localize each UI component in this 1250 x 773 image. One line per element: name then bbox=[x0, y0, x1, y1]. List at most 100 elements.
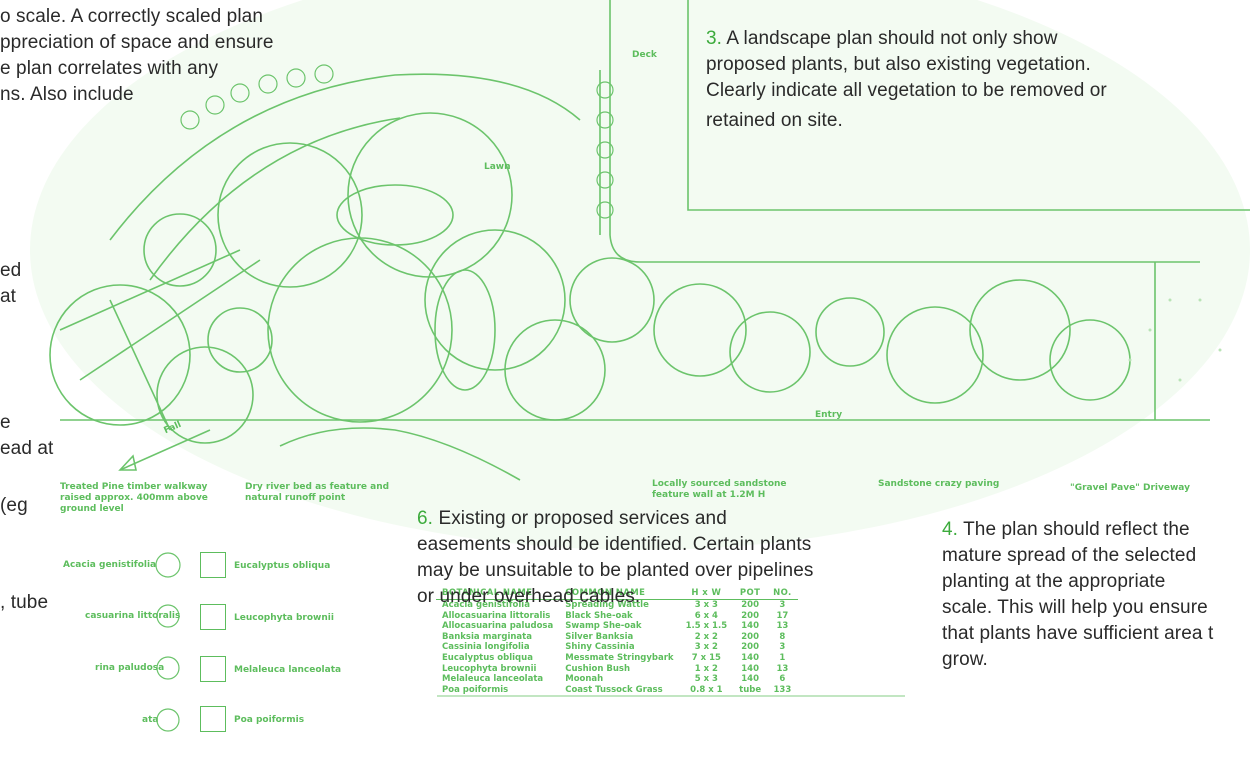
table-cell: 140 bbox=[741, 663, 759, 674]
table-cell: 200 bbox=[741, 642, 759, 653]
plan-label-driveway: "Gravel Pave" Driveway bbox=[1070, 483, 1190, 493]
plan-label-walkway: Treated Pine timber walkway raised appro… bbox=[60, 482, 208, 514]
table-row: Cassinia longifolia Shiny Cassinia 3 x 2 20… bbox=[436, 642, 798, 653]
table-cell: Shiny Cassinia bbox=[565, 642, 635, 653]
table-cell: Allocasuarina littoralis bbox=[442, 610, 551, 621]
note-line: easements should be identified. Certain … bbox=[417, 534, 812, 555]
table-cell: 140 bbox=[741, 621, 759, 632]
note-left-fragment: e ead at bbox=[0, 410, 53, 462]
table-cell: 200 bbox=[741, 610, 759, 621]
plan-label-river-bed: Dry river bed as feature and natural run… bbox=[245, 482, 390, 503]
table-cell: 17 bbox=[776, 610, 789, 621]
note-line: proposed plants, but also existing veget… bbox=[706, 54, 1091, 75]
note-left-fragment: , tube bbox=[0, 590, 48, 616]
table-cell: 3 x 3 bbox=[694, 600, 718, 610]
table-cell: Messmate Stringybark bbox=[565, 652, 674, 663]
legend-right-item: Eucalyptus obliqua bbox=[234, 561, 331, 571]
legend-right-item: Melaleuca lanceolata bbox=[234, 665, 342, 675]
table-cell: 133 bbox=[773, 684, 792, 695]
note-line: ns. Also include bbox=[0, 84, 134, 105]
table-cell: 2 x 2 bbox=[694, 631, 718, 642]
table-cell: 13 bbox=[776, 621, 789, 632]
table-cell: Cushion Bush bbox=[565, 663, 631, 674]
plan-label-deck: Deck bbox=[632, 50, 657, 60]
table-cell: 13 bbox=[776, 663, 789, 674]
legend-left-item: casuarina littoralis bbox=[85, 611, 181, 621]
note-line: planting at the appropriate bbox=[942, 571, 1166, 592]
note-line: ed bbox=[0, 260, 22, 281]
table-cell: Silver Banksia bbox=[565, 631, 634, 642]
legend-symbol-leucophyta-icon bbox=[200, 604, 226, 630]
note-line: 3. A landscape plan should not only show bbox=[706, 26, 1107, 52]
table-cell: 6 x 4 bbox=[694, 610, 718, 621]
table-cell: Cassinia longifolia bbox=[442, 642, 530, 653]
table-header: POT bbox=[733, 588, 768, 600]
table-cell: Leucophyta brownii bbox=[442, 663, 537, 674]
legend-symbol-melaleuca-icon bbox=[200, 656, 226, 682]
plan-label-lawn: Lawn bbox=[484, 162, 511, 172]
table-cell: 3 x 2 bbox=[694, 642, 718, 653]
table-cell: Allocasuarina paludosa bbox=[442, 621, 554, 632]
table-header: H x W bbox=[679, 588, 734, 600]
table-cell: Black She-oak bbox=[565, 610, 633, 621]
legend-left-item: Acacia genistifolia bbox=[63, 560, 157, 570]
table-header: BOTANICAL NAME bbox=[436, 588, 560, 600]
note-line: at bbox=[0, 286, 17, 307]
table-cell: Poa poiformis bbox=[442, 684, 509, 695]
table-cell: 200 bbox=[741, 631, 759, 642]
note-line: Clearly indicate all vegetation to be re… bbox=[706, 80, 1107, 101]
note-line: 4. The plan should reflect the bbox=[942, 517, 1213, 543]
legend-right-item: Leucophyta brownii bbox=[234, 613, 334, 623]
table-cell: 1 bbox=[779, 652, 786, 663]
note-line: o scale. A correctly scaled plan bbox=[0, 6, 264, 27]
note-left-fragment: ed at bbox=[0, 258, 21, 310]
table-cell: Swamp She-oak bbox=[565, 621, 642, 632]
plan-label-entry: Entry bbox=[815, 410, 843, 420]
table-cell: Spreading Wattle bbox=[565, 600, 649, 610]
table-cell: tube bbox=[739, 684, 762, 695]
legend-left-item: rina paludosa bbox=[95, 663, 165, 673]
table-cell: 3 bbox=[779, 642, 786, 653]
note-number: 4. bbox=[942, 519, 959, 540]
table-header: COMMON NAME bbox=[559, 588, 680, 600]
note-line: or under overhead cables. bbox=[417, 586, 641, 607]
note-line: grow. bbox=[942, 649, 988, 670]
table-cell: Melaleuca lanceolata bbox=[442, 674, 544, 685]
note-line: scale. This will help you ensure bbox=[942, 597, 1208, 618]
note-line: may be unsuitable to be planted over pip… bbox=[417, 560, 814, 581]
note-text: The plan should reflect the bbox=[963, 519, 1190, 540]
note-line: ead at bbox=[0, 438, 54, 459]
note-line: 6. Existing or proposed services and bbox=[417, 506, 813, 532]
table-header: NO. bbox=[767, 588, 798, 600]
table-cell: 140 bbox=[741, 674, 759, 685]
table-cell: 5 x 3 bbox=[694, 674, 718, 685]
table-row: Leucophyta brownii Cushion Bush 1 x 2 140 13 bbox=[436, 664, 798, 675]
table-cell: Eucalyptus obliqua bbox=[442, 652, 533, 663]
table-cell: 8 bbox=[779, 631, 786, 642]
table-row: Acacia genistifolia Spreading Wattle 3 x 3… bbox=[436, 600, 798, 611]
legend-symbol-poa-icon bbox=[200, 706, 226, 732]
note-line: (eg bbox=[0, 495, 28, 516]
table-cell: Acacia genistifolia bbox=[442, 600, 530, 610]
legend-symbol-eucalyptus-icon bbox=[200, 552, 226, 578]
note-number: 3. bbox=[706, 28, 723, 49]
table-row: Allocasuarina paludosa Swamp She-oak 1.5 x… bbox=[436, 621, 798, 632]
note-3: 3. A landscape plan should not only show… bbox=[706, 26, 1107, 134]
note-line: e bbox=[0, 412, 11, 433]
legend-left-item: ata bbox=[142, 715, 159, 725]
note-line: retained on site. bbox=[706, 110, 843, 131]
table-cell: 140 bbox=[741, 652, 759, 663]
table-cell: Coast Tussock Grass bbox=[565, 684, 663, 695]
note-line: e plan correlates with any bbox=[0, 58, 219, 79]
table-cell: 200 bbox=[741, 600, 759, 610]
table-cell: 1 x 2 bbox=[694, 663, 718, 674]
table-cell: 6 bbox=[779, 674, 786, 685]
note-4: 4. The plan should reflect the mature sp… bbox=[942, 517, 1213, 673]
note-line: , tube bbox=[0, 592, 49, 613]
table-cell: 1.5 x 1.5 bbox=[685, 621, 728, 632]
